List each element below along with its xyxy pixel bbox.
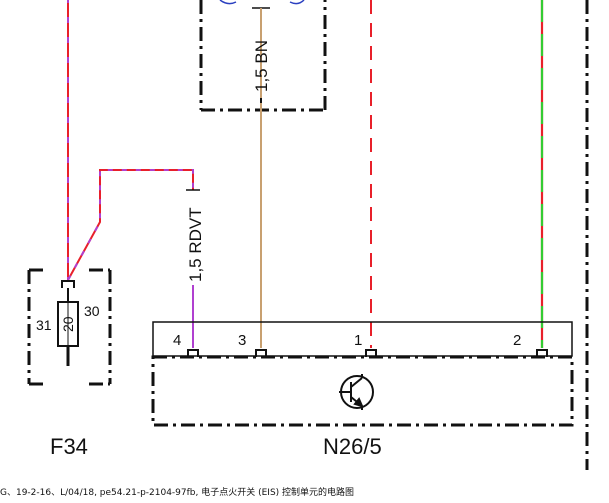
- n26-module-box: [151, 355, 574, 427]
- wire-bn: [252, 7, 270, 348]
- pin-4-terminal: [187, 349, 199, 357]
- fuse-left-pin-label: 31: [36, 317, 52, 333]
- fuse-top-terminal: [61, 280, 75, 288]
- wire-label-rdvt: 1,5 RDVT: [186, 207, 205, 282]
- pin-2-terminal: [536, 349, 548, 357]
- fuse-rating: 20: [60, 316, 76, 332]
- pin-3-terminal: [255, 349, 267, 357]
- connector-label-f34: F34: [50, 434, 88, 459]
- pin-1-terminal: [365, 349, 377, 357]
- transistor-symbol: [339, 374, 374, 410]
- connector-header: [152, 321, 573, 357]
- f34-fuse-box: [27, 268, 112, 386]
- pin-2-label: 2: [513, 332, 521, 349]
- figure-caption: G、19-2-16、L/04/18, pe54.21-p-2104-97fb, …: [0, 488, 355, 498]
- pin-3-label: 3: [238, 332, 246, 349]
- wire-rdvt-loop: [67, 169, 200, 348]
- upper-component-box: [199, 0, 327, 112]
- upper-wire-arc: [219, 0, 237, 5]
- wire-label-bn: 1,5 BN: [252, 40, 271, 92]
- pin-terminals: [187, 349, 548, 357]
- connector-label-n26: N26/5: [323, 434, 382, 459]
- pin-1-label: 1: [354, 332, 362, 349]
- fuse-right-pin-label: 30: [84, 303, 100, 319]
- pin-4-label: 4: [173, 332, 181, 349]
- upper-wire-arc-right: [289, 0, 305, 5]
